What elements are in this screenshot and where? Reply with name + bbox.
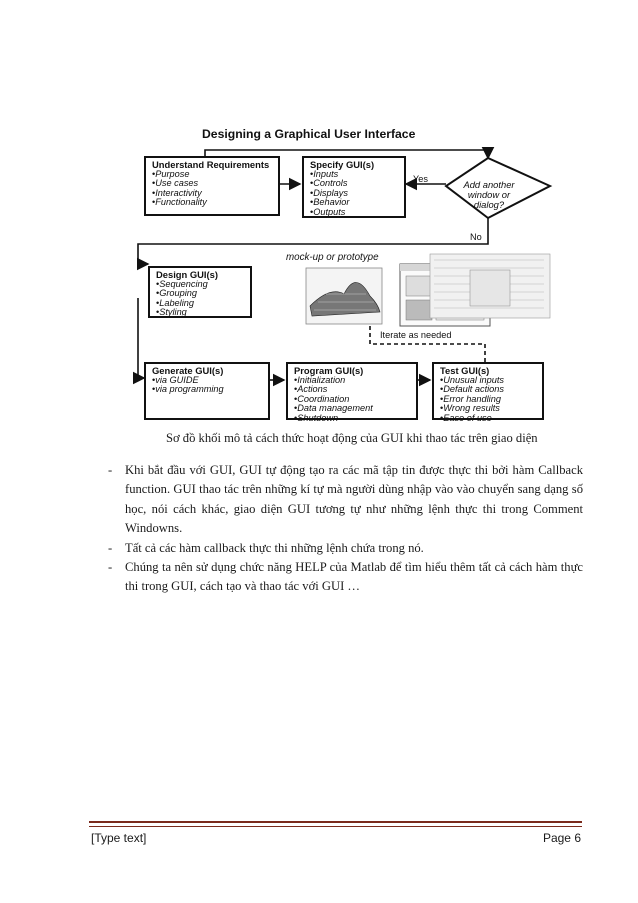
figure-caption: Sơ đồ khối mô tả cách thức hoạt động của… <box>166 431 538 445</box>
surface-plot-thumbnail <box>305 267 383 325</box>
list-item: Behavior <box>310 197 398 207</box>
bullet-marker: - <box>108 560 113 575</box>
list-item: Displays <box>310 188 398 198</box>
test-title: Test GUI(s) <box>440 365 490 376</box>
list-item: Inputs <box>310 169 398 179</box>
iterate-label: Iterate as needed <box>380 330 452 340</box>
no-label: No <box>470 232 482 242</box>
list-item: Styling <box>156 307 244 317</box>
prototype-sheet <box>429 253 551 319</box>
flowchart-connectors <box>132 146 553 387</box>
program-gui-box: Program GUI(s) Initialization Actions Co… <box>286 362 418 423</box>
list-item: Ease of use <box>440 413 536 423</box>
list-item: Actions <box>294 384 410 394</box>
list-item: Unusual inputs <box>440 375 536 385</box>
bullet-item: - Tất cả các hàm callback thực thi những… <box>108 539 583 558</box>
list-item: Data management <box>294 403 410 413</box>
test-gui-box: Test GUI(s) Unusual inputs Default actio… <box>432 362 544 423</box>
list-item: Coordination <box>294 394 410 404</box>
diagram-title: Designing a Graphical User Interface <box>202 127 416 141</box>
bullet-text: Khi bắt đầu với GUI, GUI tự động tạo ra … <box>125 463 583 536</box>
mockup-label: mock-up or prototype <box>286 252 379 263</box>
list-item: Default actions <box>440 384 536 394</box>
understand-title: Understand Requirements <box>152 159 270 170</box>
list-item: Controls <box>310 178 398 188</box>
understand-requirements-box: Understand Requirements Purpose Use case… <box>144 156 280 216</box>
list-item: via GUIDE <box>152 375 262 385</box>
footer-left-text: [Type text] <box>91 831 147 845</box>
arrow-design-to-generate <box>132 298 146 385</box>
list-item: Functionality <box>152 197 272 207</box>
decision-text: Add another window or dialog? <box>463 179 515 210</box>
list-item: Labeling <box>156 298 244 308</box>
list-item: Interactivity <box>152 188 272 198</box>
footer-rule-thin <box>89 826 582 827</box>
list-item: Use cases <box>152 178 272 188</box>
arrow-no <box>136 218 489 271</box>
list-item: Initialization <box>294 375 410 385</box>
list-item: Purpose <box>152 169 272 179</box>
program-title: Program GUI(s) <box>294 365 364 376</box>
list-item: Wrong results <box>440 403 536 413</box>
list-item: Grouping <box>156 288 244 298</box>
list-item: Outputs <box>310 207 398 217</box>
bullet-item: - Chúng ta nên sử dụng chức năng HELP củ… <box>108 558 583 597</box>
list-item: Shutdown <box>294 413 410 423</box>
bullet-text: Chúng ta nên sử dụng chức năng HELP của … <box>125 560 583 594</box>
specify-title: Specify GUI(s) <box>310 159 375 170</box>
bullet-text: Tất cả các hàm callback thực thi những l… <box>125 540 424 555</box>
list-item: Error handling <box>440 394 536 404</box>
yes-label: Yes <box>413 174 428 184</box>
bullet-item: - Khi bắt đầu với GUI, GUI tự động tạo r… <box>108 461 583 539</box>
bullet-list: - Khi bắt đầu với GUI, GUI tự động tạo r… <box>108 461 583 597</box>
design-gui-box: Design GUI(s) Sequencing Grouping Labeli… <box>148 266 252 318</box>
footer-rule <box>89 821 582 823</box>
bullet-marker: - <box>108 463 113 477</box>
generate-title: Generate GUI(s) <box>152 365 224 376</box>
list-item: via programming <box>152 384 262 394</box>
generate-gui-box: Generate GUI(s) via GUIDE via programmin… <box>144 362 270 420</box>
page-number: Page 6 <box>542 831 581 845</box>
design-title: Design GUI(s) <box>156 269 218 280</box>
specify-gui-box: Specify GUI(s) Inputs Controls Displays … <box>302 156 406 218</box>
arrow-top-loop <box>204 146 495 160</box>
gui-design-flowchart: Designing a Graphical User Interface Und… <box>130 118 560 430</box>
list-item: Sequencing <box>156 279 244 289</box>
bullet-marker: - <box>108 540 113 555</box>
